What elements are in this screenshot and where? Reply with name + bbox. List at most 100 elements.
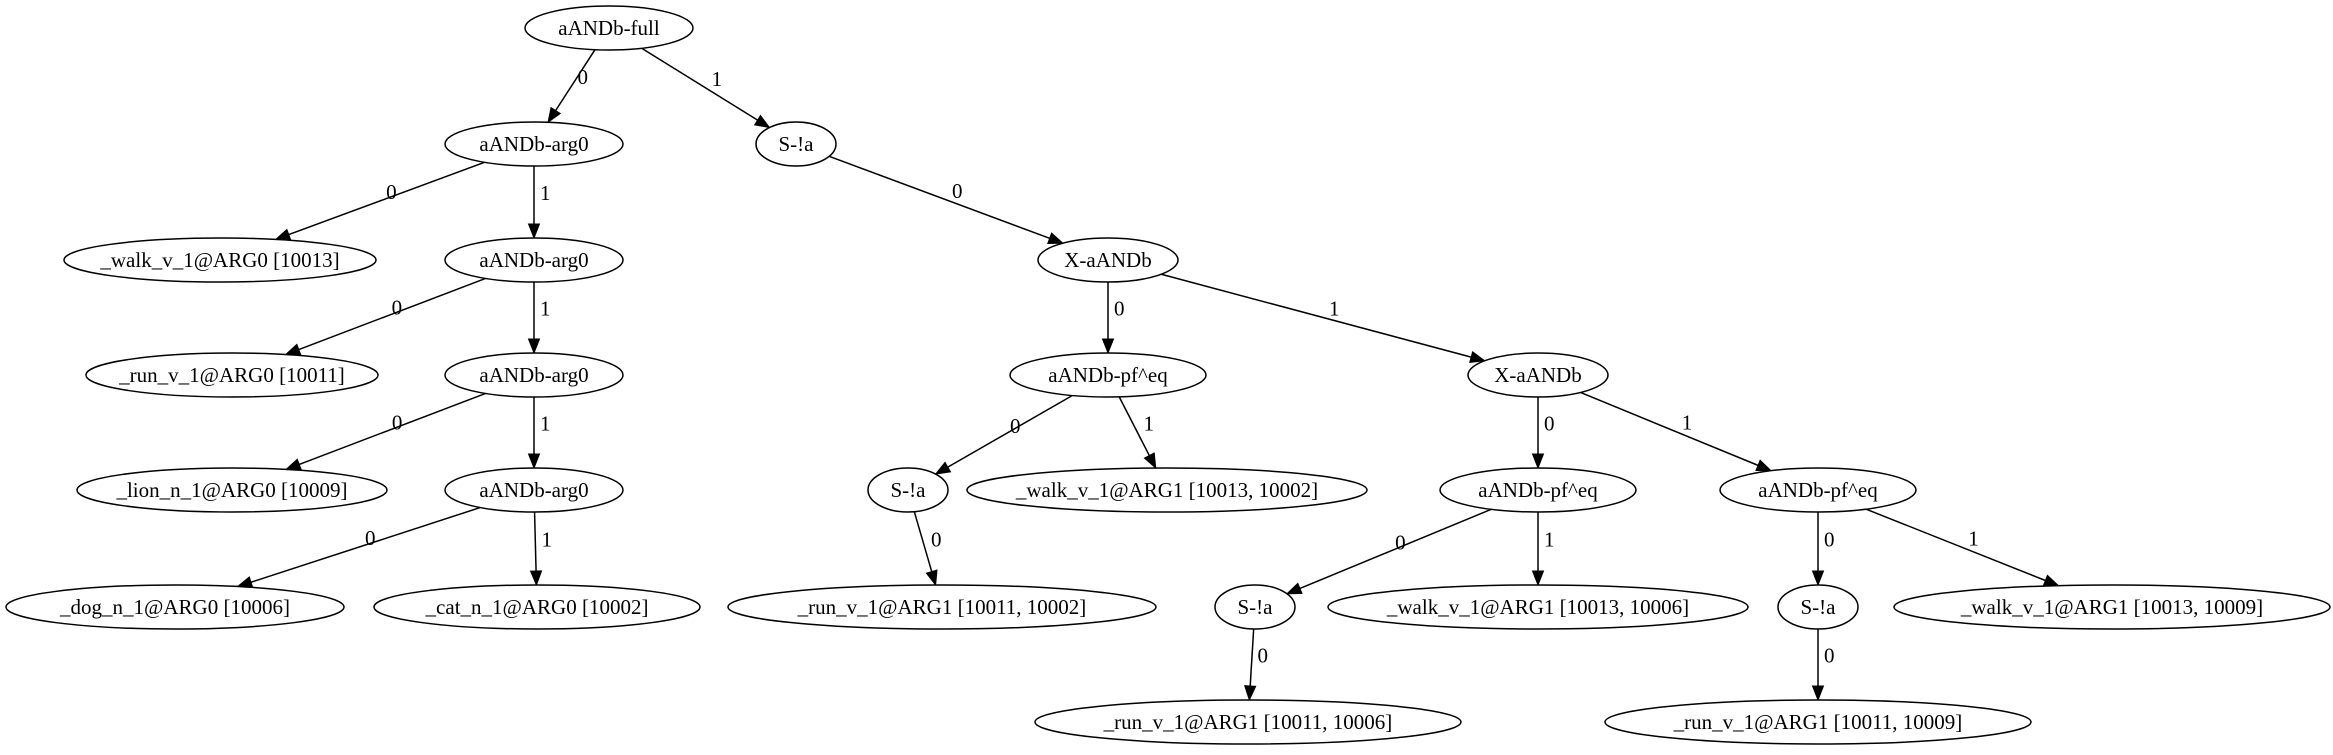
node-label: aANDb-pf^eq [1758,478,1878,502]
edge-label: 0 [1114,297,1125,321]
graph-edge: 1 [1865,508,2060,587]
arrowhead [2042,574,2060,587]
edge-line [298,277,486,351]
graph-node: _run_v_1@ARG1 [10011, 10006] [1034,699,1462,745]
edge-label: 1 [1968,526,1979,550]
edge-label: 0 [1544,412,1555,436]
graph-node: _run_v_1@ARG1 [10011, 10002] [727,584,1157,630]
graph-node: _dog_n_1@ARG0 [10006] [5,584,345,630]
arrowhead [547,106,562,124]
graph-node: _cat_n_1@ARG0 [10002] [373,584,701,630]
node-label: aANDb-pf^eq [1048,363,1168,387]
graph-edge: 0 [547,49,596,124]
edge-line [1118,396,1151,456]
graph-edge: 0 [1243,628,1269,702]
edge-line [1580,391,1759,467]
node-label: S-!a [779,132,815,156]
edge-label: 1 [540,297,551,321]
edge-label: 1 [1682,411,1693,435]
node-ellipse [444,121,624,167]
edge-label: 1 [542,527,553,551]
edge-label: 1 [1143,411,1154,435]
edge-label: 1 [540,181,551,205]
node-label: aANDb-arg0 [479,248,588,272]
node-label: _walk_v_1@ARG1 [10013, 10009] [1960,595,2263,619]
graph-node: S-!a [867,467,949,513]
node-ellipse [444,237,624,283]
graph-edge: 0 [913,511,942,587]
arrowhead [934,461,952,475]
node-ellipse [1893,584,2331,630]
node-ellipse [524,5,694,51]
edge-label: 0 [1258,643,1269,667]
graph-edge: 0 [1285,508,1492,595]
graph-node: X-aANDb [1467,352,1609,398]
edge-line [555,49,596,111]
node-label: _run_v_1@ARG1 [10011, 10009] [1673,710,1963,734]
node-ellipse [867,467,949,513]
edge-label: 1 [1544,528,1555,552]
arrowhead [925,569,938,587]
edge-line [1299,508,1492,590]
node-label: aANDb-pf^eq [1478,478,1598,502]
graph-edge: 0 [934,394,1073,475]
arrowhead [1531,453,1545,470]
arrowhead [527,453,541,470]
node-ellipse [966,467,1368,513]
graph-edge: 1 [1531,512,1555,587]
edge-label: 1 [712,67,723,91]
node-label: X-aANDb [1494,363,1581,387]
edge-line [641,47,758,121]
edge-label: 0 [365,526,376,550]
arrowhead [1101,338,1115,355]
graph-edge: 0 [284,392,486,471]
node-label: S-!a [1238,595,1274,619]
edge-label: 0 [931,527,942,551]
graph-node: _lion_n_1@ARG0 [10009] [76,467,388,513]
graph-node: aANDb-arg0 [444,352,624,398]
arrowhead [284,343,302,356]
edge-label: 0 [1395,531,1406,555]
edge-label: 0 [392,295,403,319]
edge-label: 0 [386,180,397,204]
graph-node: _run_v_1@ARG0 [10011] [85,352,379,398]
edge-line [1865,508,2046,582]
node-ellipse [1777,584,1859,630]
edge-label: 1 [540,412,551,436]
edge-line [828,155,1050,240]
node-label: _walk_v_1@ARG1 [10013, 10006] [1386,595,1689,619]
node-ellipse [727,584,1157,630]
node-label: _lion_n_1@ARG0 [10009] [115,478,347,502]
arrowhead [529,570,543,587]
graph-edge: 0 [1811,629,1835,702]
edge-label: 1 [1329,297,1340,321]
arrowhead [527,338,541,355]
edges-layer: 0 1 0 1 0 0 1 0 1 0 1 0 1 0 1 0 1 0 0 1 0 1 0 0 [236,47,2060,702]
node-ellipse [1327,584,1749,630]
graph-edge: 1 [1118,396,1157,470]
node-label: aANDb-arg0 [479,478,588,502]
edge-label: 0 [578,65,589,89]
graph-node: aANDb-pf^eq [1439,467,1637,513]
graph-node: _run_v_1@ARG1 [10011, 10009] [1604,699,2032,745]
edge-line [298,392,486,466]
arrowhead [1243,685,1257,702]
node-ellipse [1037,237,1179,283]
node-ellipse [444,467,624,513]
node-label: _run_v_1@ARG1 [10011, 10002] [797,595,1087,619]
graph-edge: 1 [527,397,551,470]
node-ellipse [444,352,624,398]
arrowhead [1811,685,1825,702]
edge-line [913,511,933,572]
node-ellipse [1214,584,1296,630]
graph-edge: 0 [1531,397,1555,470]
graph-node: aANDb-pf^eq [1009,352,1207,398]
node-label: aANDb-full [558,16,660,40]
graph-edge: 0 [1811,512,1835,587]
graph-node: aANDb-full [524,5,694,51]
node-ellipse [1439,467,1637,513]
graph-edge: 0 [828,155,1065,244]
graph-edge: 0 [1101,282,1125,355]
